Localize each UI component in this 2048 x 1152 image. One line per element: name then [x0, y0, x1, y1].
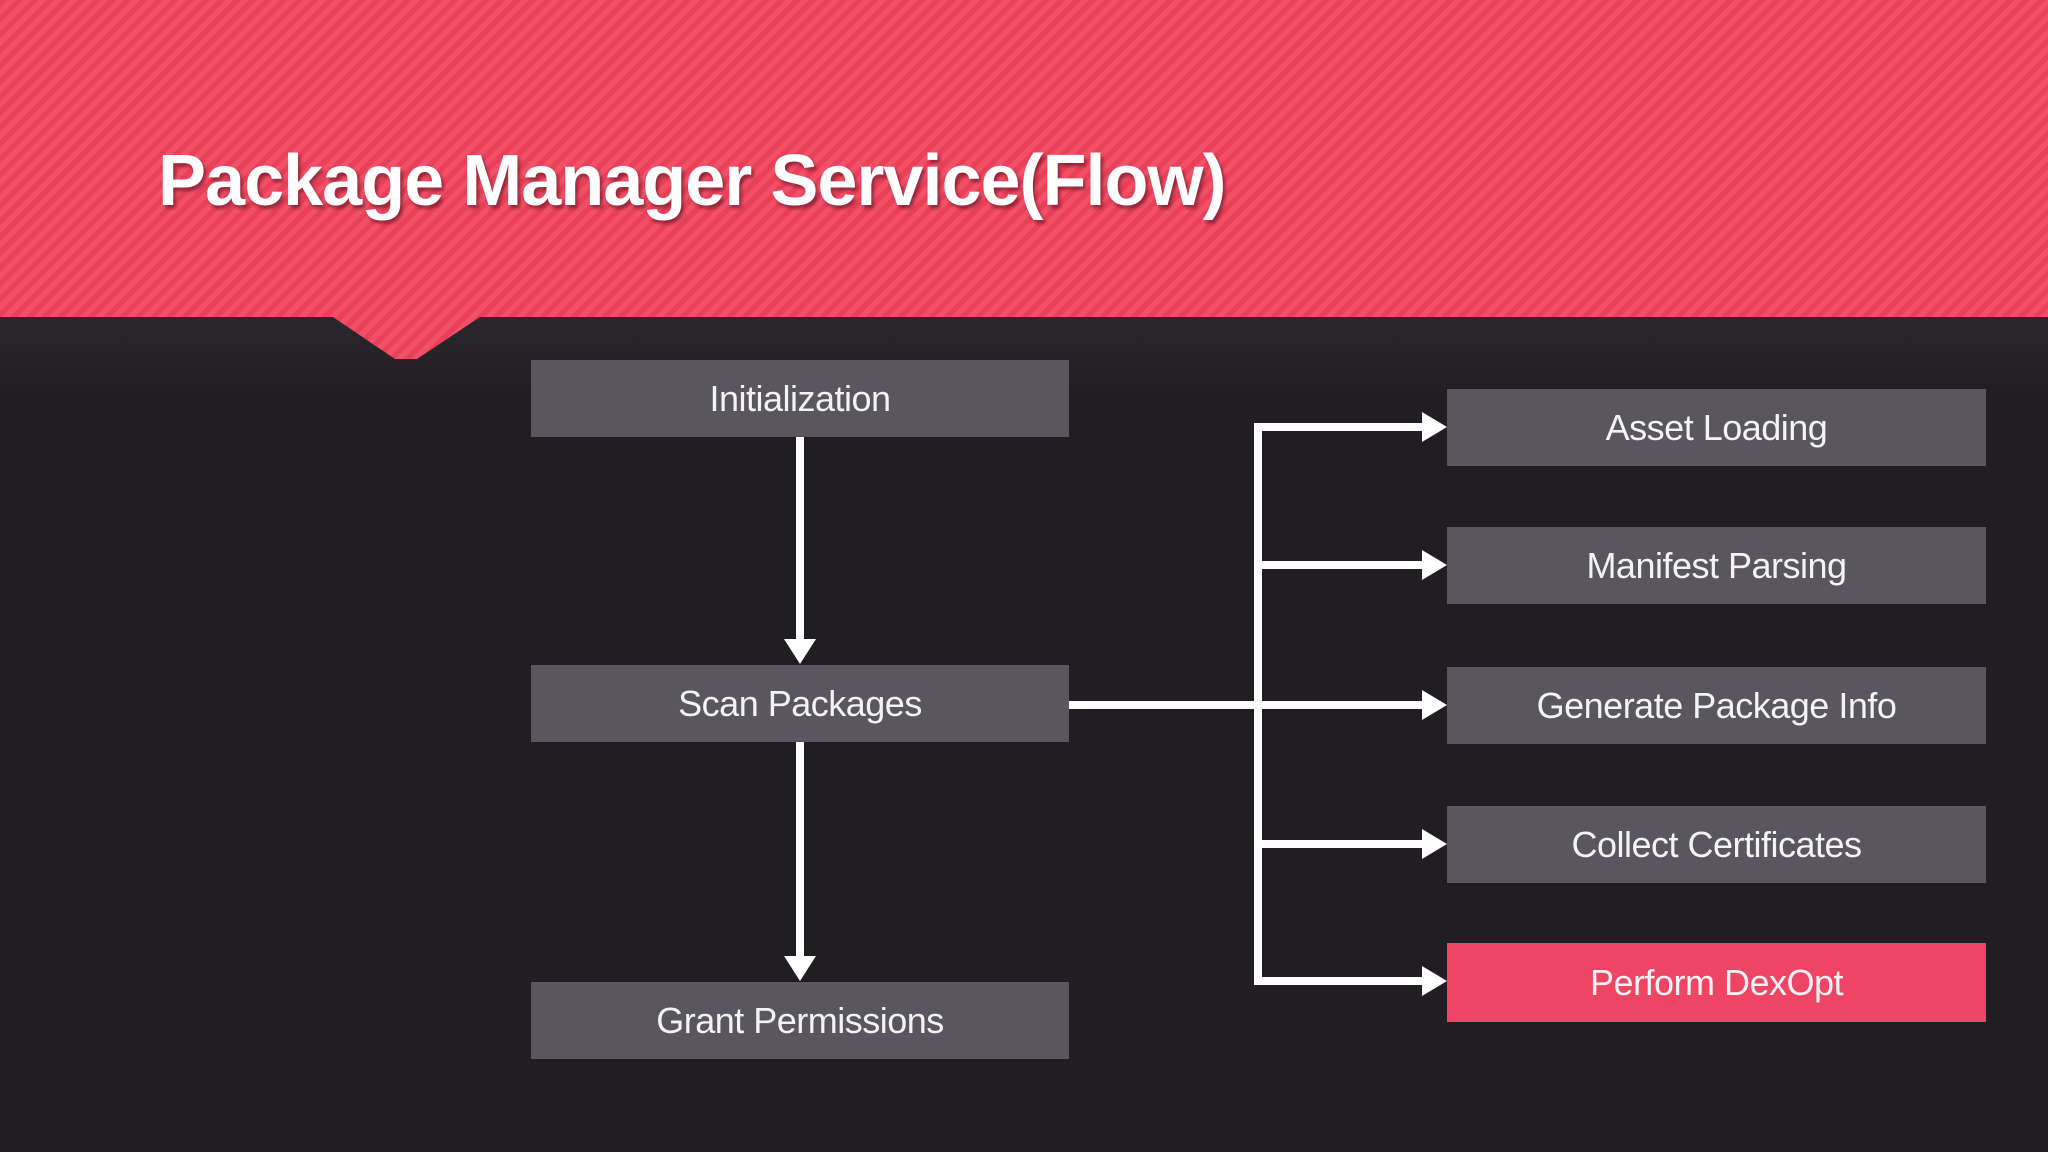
flow-node-grant-permissions: Grant Permissions — [531, 982, 1069, 1059]
title-banner-with-notch: Package Manager Service(Flow) — [0, 0, 2048, 359]
arrow-branch-to-asset-loading — [1254, 412, 1447, 442]
flow-node-generate-package-info: Generate Package Info — [1447, 667, 1986, 744]
flow-node-manifest-parsing: Manifest Parsing — [1447, 527, 1986, 604]
arrow-scan-packages-to-generate-package-info — [1069, 690, 1447, 720]
arrow-branch-to-manifest-parsing — [1254, 550, 1447, 580]
flow-node-label: Perform DexOpt — [1589, 961, 1844, 1003]
flow-node-initialization: Initialization — [531, 360, 1069, 437]
flow-node-collect-certificates: Collect Certificates — [1447, 806, 1986, 883]
arrow-initialization-to-scan-packages — [784, 437, 816, 664]
flow-node-label: Collect Certificates — [1571, 823, 1862, 865]
flow-node-label: Scan Packages — [678, 682, 922, 724]
page-title: Package Manager Service(Flow) — [158, 141, 1226, 221]
flow-node-label: Generate Package Info — [1536, 684, 1897, 726]
flow-node-label: Manifest Parsing — [1586, 544, 1847, 586]
flow-node-label: Asset Loading — [1605, 406, 1828, 448]
branch-trunk-line — [1254, 423, 1262, 985]
flow-node-label: Initialization — [709, 377, 891, 419]
arrow-branch-to-perform-dexopt — [1254, 966, 1447, 996]
flow-node-perform-dexopt: Perform DexOpt — [1447, 943, 1986, 1022]
arrow-branch-to-collect-certificates — [1254, 829, 1447, 859]
flow-node-scan-packages: Scan Packages — [531, 665, 1069, 742]
flow-node-label: Grant Permissions — [656, 999, 944, 1041]
flow-node-asset-loading: Asset Loading — [1447, 389, 1986, 466]
arrow-scan-packages-to-grant-permissions — [784, 742, 816, 981]
